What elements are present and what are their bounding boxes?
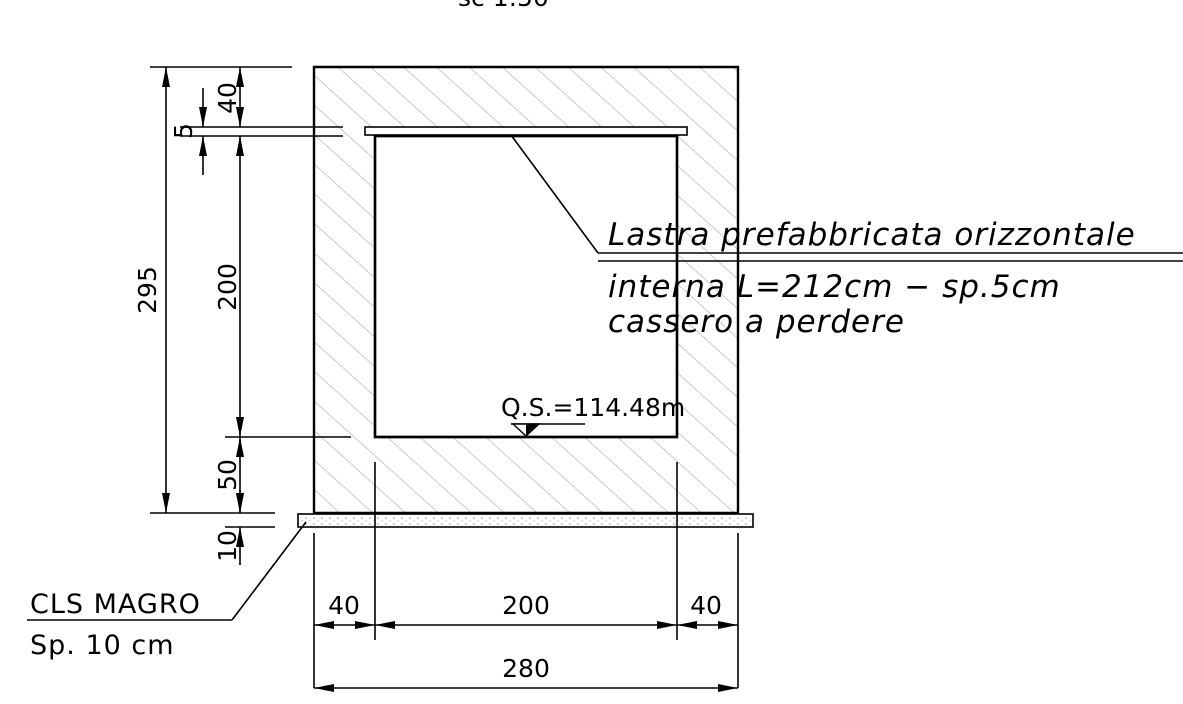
dim-label-40-top: 40 [213,82,242,114]
slab-note-line2: interna L=212cm − sp.5cm [608,269,1061,305]
dim-label-10: 10 [213,530,242,562]
precast-slab [364,126,688,136]
dim-label-200-vertical: 200 [213,263,242,311]
slab-note-line1: Lastra prefabbricata orizzontale [608,217,1136,253]
dim-label-5: 5 [169,123,198,139]
dim-label-200-horizontal: 200 [502,591,550,620]
dim-label-295: 295 [133,266,162,314]
cls-note-line2: Sp. 10 cm [30,630,175,661]
dim-label-40-left: 40 [328,591,360,620]
cls-leader-line [231,521,307,621]
lean-concrete-base [297,513,754,528]
slab-leader-line [510,134,599,254]
dim-label-50: 50 [213,459,242,491]
slab-note-line3: cassero a perdere [608,304,905,340]
dim-label-280: 280 [502,654,550,683]
inner-void [373,134,679,439]
dim-label-40-right: 40 [690,591,722,620]
level-label: Q.S.=114.48m [501,393,685,422]
cls-note-line1: CLS MAGRO [30,589,201,620]
scale-title: sc 1:50 [458,0,549,12]
